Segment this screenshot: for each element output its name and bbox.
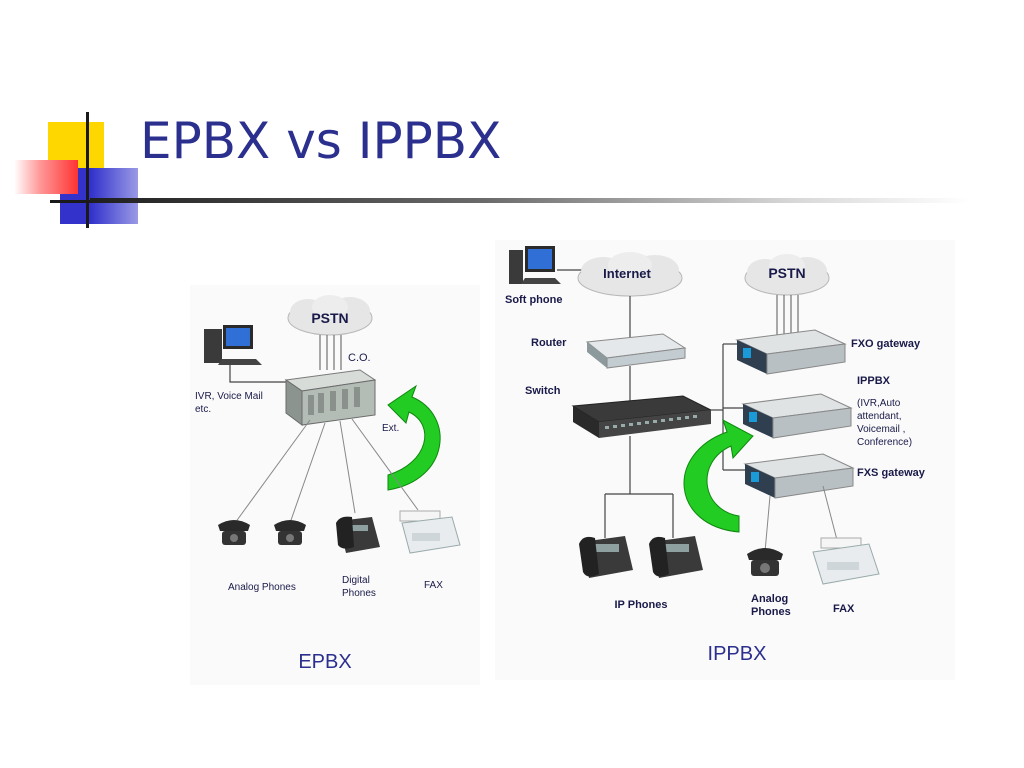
ippbx-analog-phones-label-2: Phones	[751, 606, 791, 618]
epbx-analog-phone-icon	[274, 520, 306, 545]
ippbx-fxs-gateway-label: FXS gateway	[857, 467, 926, 479]
ippbx-soft-phone-pc-icon	[509, 246, 561, 284]
epbx-analog-phone-icon	[218, 520, 250, 545]
ippbx-ip-phone-icon	[649, 536, 703, 578]
ippbx-panel	[495, 240, 955, 680]
epbx-digital-phone-icon	[336, 516, 380, 553]
ippbx-ip-phone-lines	[604, 436, 674, 538]
ippbx-diagram: Soft phone Internet PSTN Router Switch	[495, 240, 955, 680]
epbx-digital-phones-label-1: Digital	[342, 575, 370, 586]
ippbx-router-label: Router	[531, 337, 567, 349]
ippbx-server-label: IPPBX	[857, 375, 891, 387]
epbx-device-lines	[234, 418, 419, 524]
ippbx-fxs-gateway-icon	[743, 453, 855, 499]
ippbx-server-desc-3: Voicemail ,	[857, 424, 905, 435]
epbx-server-icon	[284, 369, 377, 426]
epbx-fax-icon	[399, 510, 461, 554]
decor-vertical-line	[86, 112, 89, 228]
ippbx-analog-phones-label-1: Analog	[751, 593, 788, 605]
epbx-pc-link	[229, 365, 290, 383]
ippbx-fax-label: FAX	[833, 603, 855, 615]
epbx-pc-icon	[204, 325, 262, 365]
epbx-pstn-cloud-icon	[287, 295, 373, 336]
ippbx-fxo-gateway-icon	[735, 329, 847, 375]
epbx-co-label: C.O.	[348, 352, 371, 364]
ippbx-server-desc-1: (IVR,Auto	[857, 398, 901, 409]
ippbx-pstn-trunk-lines	[776, 295, 799, 335]
ippbx-soft-phone-label: Soft phone	[505, 294, 562, 306]
ippbx-internet-cloud-icon	[577, 252, 683, 297]
epbx-ivr-label-1: IVR, Voice Mail	[195, 391, 263, 402]
epbx-fax-label: FAX	[424, 580, 443, 591]
ippbx-ip-phone-icon	[579, 536, 633, 578]
epbx-panel	[190, 285, 480, 685]
ippbx-switch-label: Switch	[525, 385, 561, 397]
ippbx-fxs-device-lines	[764, 485, 838, 553]
ippbx-ip-phones-label: IP Phones	[615, 599, 668, 611]
ippbx-analog-phone-icon	[747, 548, 783, 576]
epbx-digital-phones-label-2: Phones	[342, 588, 376, 599]
epbx-caption: EPBX	[298, 651, 351, 673]
ippbx-server-desc-4: Conference)	[857, 437, 912, 448]
ippbx-router-icon	[585, 333, 687, 369]
epbx-curved-arrow-icon	[387, 384, 441, 491]
epbx-analog-phones-label: Analog Phones	[228, 582, 296, 593]
ippbx-pstn-cloud-icon	[744, 254, 830, 296]
decor-red-square	[14, 160, 78, 194]
ippbx-fxo-gateway-label: FXO gateway	[851, 338, 921, 350]
ippbx-server-icon	[741, 393, 853, 439]
decor-horizontal-line	[50, 200, 110, 203]
epbx-diagram: PSTN C.O. IVR, Voice Mail etc. Ext.	[190, 285, 480, 685]
ippbx-fax-icon	[812, 537, 880, 585]
epbx-trunk-lines	[319, 335, 342, 370]
ippbx-server-desc-2: attendant,	[857, 411, 901, 422]
ippbx-internet-label: Internet	[603, 266, 651, 281]
ippbx-switch-icon	[571, 395, 713, 438]
epbx-ivr-label-2: etc.	[195, 404, 211, 415]
title-underline	[90, 198, 970, 203]
ippbx-caption: IPPBX	[708, 643, 767, 665]
epbx-pstn-label: PSTN	[311, 310, 348, 326]
ippbx-curved-arrow-icon	[683, 418, 754, 533]
slide-title: EPBX vs IPPBX	[140, 112, 502, 170]
epbx-ext-label: Ext.	[382, 423, 399, 434]
ippbx-pstn-label: PSTN	[768, 265, 805, 281]
